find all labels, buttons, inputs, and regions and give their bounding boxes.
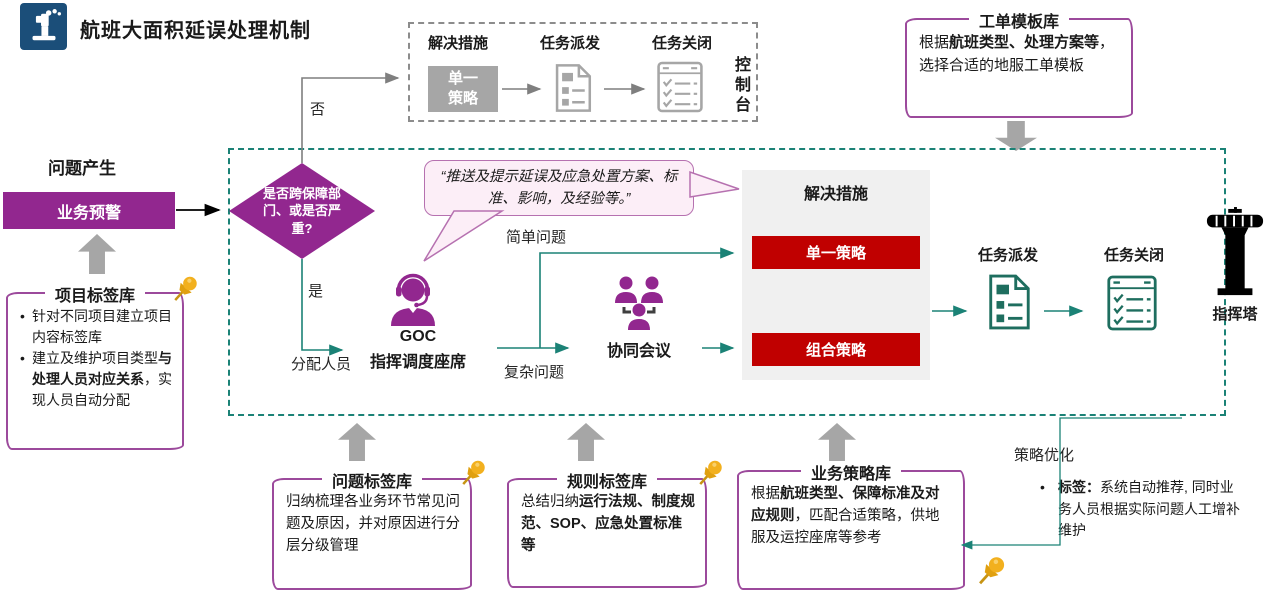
template-library-box: 工单模板库 根据航班类型、处理方案等，选择合适的地服工单模板	[905, 14, 1133, 118]
document-icon	[550, 62, 596, 119]
task-dispatch-label: 任务派发	[977, 247, 1038, 264]
single-strategy-chip: 单一策略	[752, 236, 920, 269]
simple-problem-label: 简单问题	[506, 229, 567, 246]
assign-staff-label: 分配人员	[291, 356, 352, 373]
goc-role: 指挥调度座席	[369, 354, 466, 371]
project-tag-library-bullets: 针对不同项目建立项目内容标签库 建立及维护项目类型与处理人员对应关系，实现人员自…	[20, 306, 172, 411]
arrow-down-template-to-flow	[995, 121, 1037, 151]
problem-origin-title: 问题产生	[48, 159, 116, 178]
rule-tag-library-box: 规则标签库 总结归纳运行法规、制度规范、SOP、应急处置标准等	[507, 460, 722, 588]
strategy-library-box: 业务策略库 根据航班类型、保障标准及对应规则，匹配合适策略，供地服及运控座席等参…	[737, 466, 965, 590]
strategy-library-text: 根据航班类型、保障标准及对应规则，匹配合适策略，供地服及运控座席等参考	[751, 486, 940, 546]
console-label: 控制台	[732, 56, 749, 116]
arrow-up-rule-tag	[567, 423, 605, 461]
arrow-up-strategy	[818, 423, 856, 461]
business-alert-box: 业务预警	[3, 192, 175, 229]
arrow-up-problem-tag	[338, 423, 376, 461]
document-icon	[984, 272, 1034, 337]
meeting-label: 协同会议	[606, 343, 671, 360]
problem-tag-library-text: 归纳梳理各业务环节常见问题及原因，并对原因进行分层分级管理	[286, 494, 460, 554]
console-single-strategy-chip: 单一策略	[428, 66, 498, 112]
control-tower-icon	[1205, 205, 1265, 306]
problem-tag-library-box: 问题标签库 归纳梳理各业务环节常见问题及原因，并对原因进行分层分级管理	[272, 460, 485, 590]
meeting-people-icon	[610, 274, 668, 339]
push-tip-bubble: “推送及提示延误及应急处置方案、标准、影响，及经验等。”	[424, 160, 694, 216]
page-title: 航班大面积延误处理机制	[80, 20, 311, 42]
console-dispatch-title: 任务派发	[540, 35, 601, 52]
task-close-label: 任务关闭	[1103, 247, 1164, 264]
decision-no-label: 否	[310, 101, 326, 118]
app-logo	[20, 3, 67, 50]
template-library-text: 根据航班类型、处理方案等，选择合适的地服工单模板	[919, 34, 1115, 74]
complex-problem-label: 复杂问题	[504, 364, 565, 381]
checklist-icon	[656, 60, 704, 119]
console-panel: 解决措施 任务派发 任务关闭 控制台	[408, 22, 758, 122]
pushpin-icon	[456, 456, 490, 495]
list-item: 针对不同项目建立项目内容标签库	[20, 306, 172, 348]
console-solution-title: 解决措施	[428, 35, 489, 52]
pushpin-icon	[693, 456, 727, 495]
project-tag-library-box: 项目标签库 针对不同项目建立项目内容标签库 建立及维护项目类型与处理人员对应关系…	[6, 276, 197, 450]
arrow-up-project-to-alert	[78, 234, 116, 274]
console-close-title: 任务关闭	[652, 35, 713, 52]
solutions-title: 解决措施	[803, 186, 868, 203]
checklist-icon	[1106, 274, 1158, 337]
solutions-panel: 解决措施 单一策略 组合策略	[742, 170, 930, 380]
list-item: 建立及维护项目类型与处理人员对应关系，实现人员自动分配	[20, 348, 172, 411]
agent-headset-icon	[386, 270, 440, 333]
goc-name: GOC	[399, 328, 437, 345]
pushpin-icon	[168, 272, 202, 311]
combo-strategy-chip: 组合策略	[752, 333, 920, 366]
tower-label: 指挥塔	[1212, 306, 1258, 323]
pushpin-icon	[972, 552, 1010, 595]
rule-tag-library-text: 总结归纳运行法规、制度规范、SOP、应急处置标准等	[521, 494, 695, 554]
decision-yes-label: 是	[308, 283, 324, 300]
strategy-optimization-bullet: • 标签：系统自动推荐, 同时业务人员根据实际问题人工增补维护	[1040, 479, 1240, 539]
control-tower-logo-icon	[32, 8, 61, 40]
strategy-optimization-label: 策略优化	[1014, 447, 1075, 464]
flow-region-border	[228, 148, 1226, 416]
